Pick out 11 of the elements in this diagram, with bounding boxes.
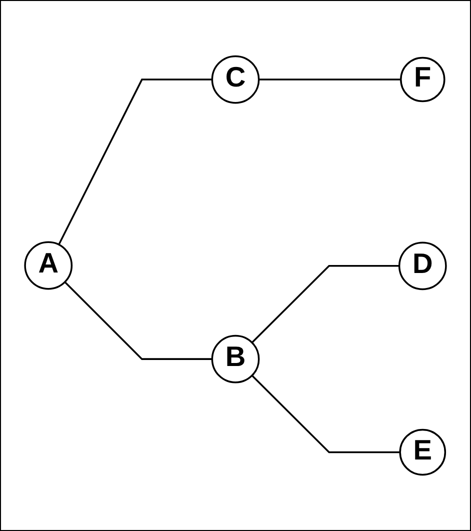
connector <box>251 265 400 344</box>
node-circle: D <box>398 242 447 290</box>
connector <box>251 374 400 454</box>
node-circle: C <box>211 55 260 104</box>
node-circle: A <box>24 241 73 290</box>
node-circle: E <box>399 428 446 476</box>
node-circle: B <box>211 334 260 384</box>
connector <box>58 78 212 246</box>
connector <box>258 78 401 80</box>
connector <box>64 281 212 360</box>
node-circle: F <box>400 56 446 102</box>
